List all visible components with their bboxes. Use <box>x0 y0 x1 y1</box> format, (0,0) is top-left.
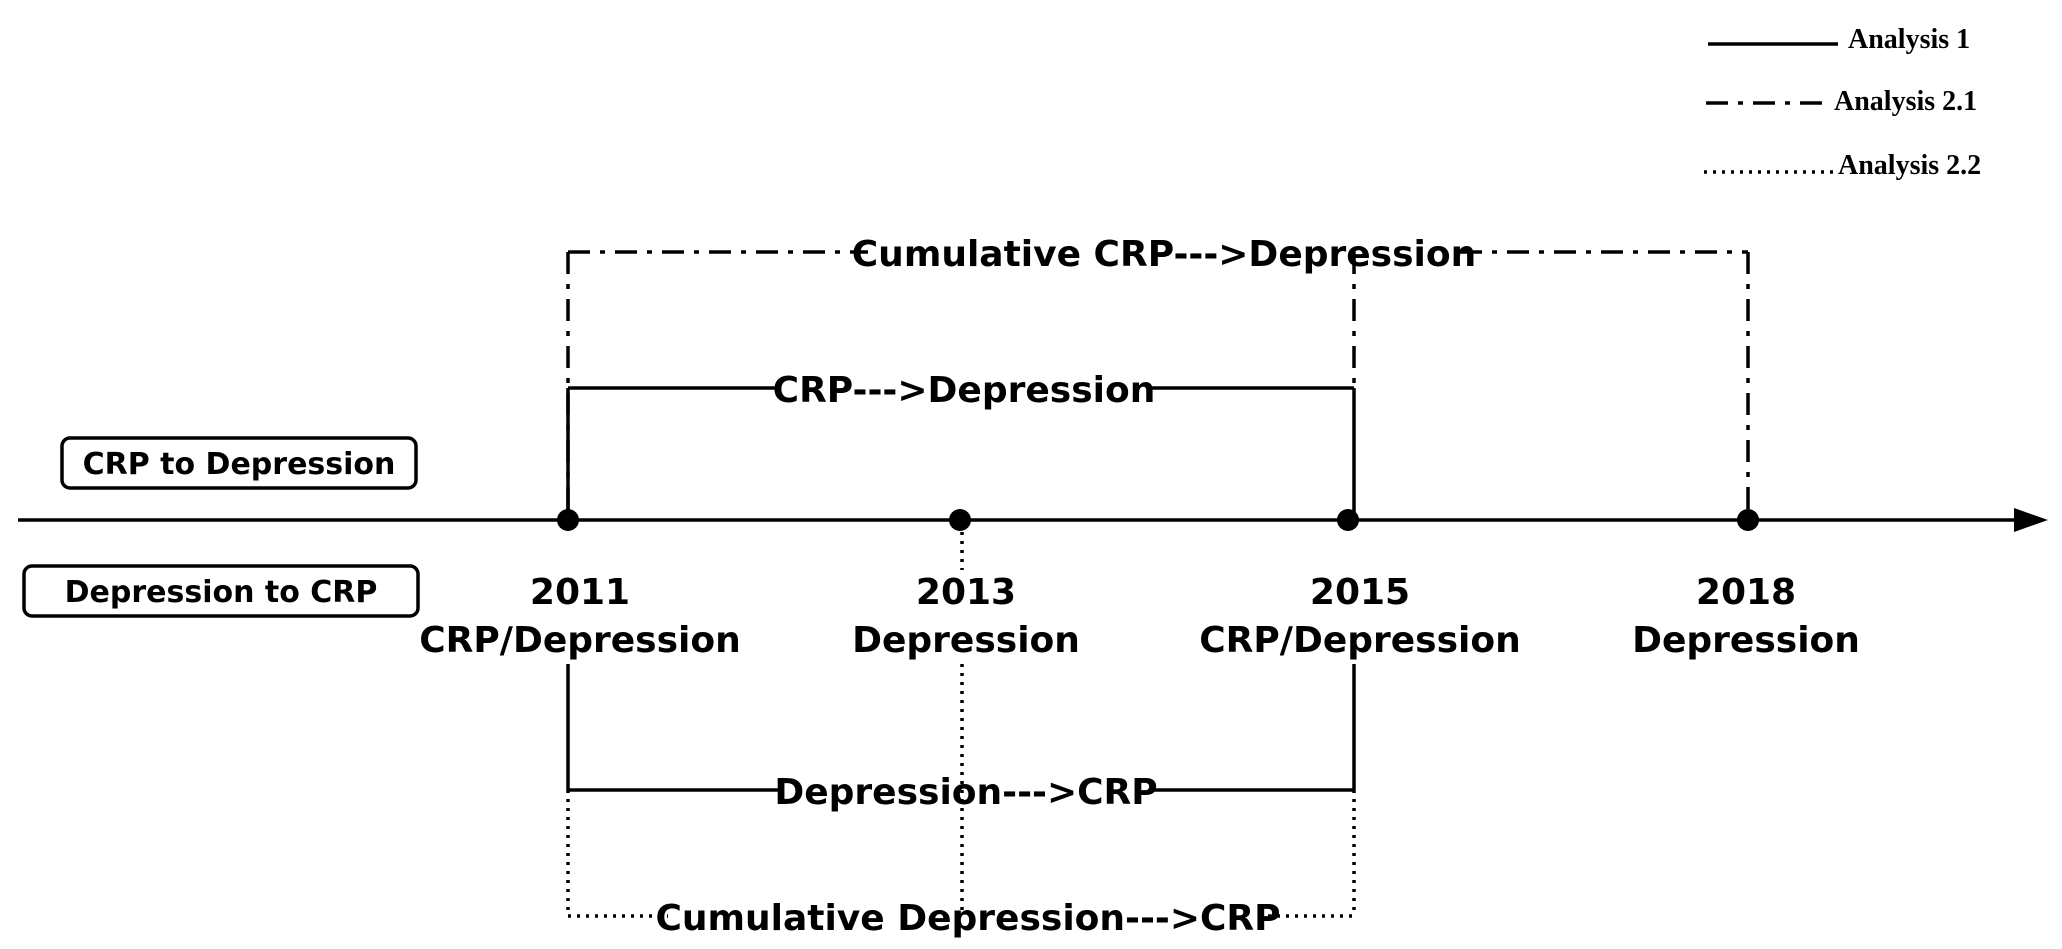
legend-label-analysis-1: Analysis 1 <box>1848 24 1970 55</box>
timeline-point-2015 <box>1337 509 1359 531</box>
year-label-2013: 2013 <box>916 572 1016 613</box>
legend: Analysis 1 Analysis 2.1 Analysis 2.2 <box>1704 24 1981 181</box>
bracket-cumulative-crp-to-depression: Cumulative CRP--->Depression <box>566 234 1750 520</box>
measure-label-2013: Depression <box>852 620 1080 661</box>
direction-box-depression-to-crp: Depression to CRP <box>22 564 420 618</box>
direction-box-bottom-label: Depression to CRP <box>65 575 378 610</box>
bracket-crp-to-depression: CRP--->Depression <box>566 370 1356 520</box>
bracket-label-depression-to-crp: Depression--->CRP <box>774 772 1157 813</box>
timeline-point-2018 <box>1737 509 1759 531</box>
timeline-labels: 2011 CRP/Depression 2013 Depression 2015… <box>419 572 1860 661</box>
direction-box-top-label: CRP to Depression <box>83 447 396 482</box>
bracket-label-cumulative-crp-to-depression: Cumulative CRP--->Depression <box>852 234 1476 275</box>
bracket-label-crp-to-depression: CRP--->Depression <box>773 370 1156 411</box>
bracket-cumulative-depression-to-crp: Cumulative Depression--->CRP <box>566 790 1356 939</box>
year-label-2011: 2011 <box>530 572 630 613</box>
timeline-point-2013 <box>949 509 971 531</box>
bracket-depression-to-crp: Depression--->CRP <box>566 664 1356 813</box>
year-label-2015: 2015 <box>1310 572 1410 613</box>
timeline-axis <box>18 508 2048 532</box>
measure-label-2018: Depression <box>1632 620 1860 661</box>
timeline-point-2011 <box>557 509 579 531</box>
direction-box-crp-to-depression: CRP to Depression <box>60 436 418 490</box>
year-label-2018: 2018 <box>1696 572 1796 613</box>
timeline-arrow-head <box>2014 508 2048 532</box>
measure-label-2015: CRP/Depression <box>1199 620 1520 661</box>
bracket-label-cumulative-depression-to-crp: Cumulative Depression--->CRP <box>655 898 1280 939</box>
measure-label-2011: CRP/Depression <box>419 620 740 661</box>
timeline-points <box>557 509 1759 531</box>
legend-label-analysis-2-1: Analysis 2.1 <box>1834 86 1977 117</box>
legend-label-analysis-2-2: Analysis 2.2 <box>1838 150 1981 181</box>
